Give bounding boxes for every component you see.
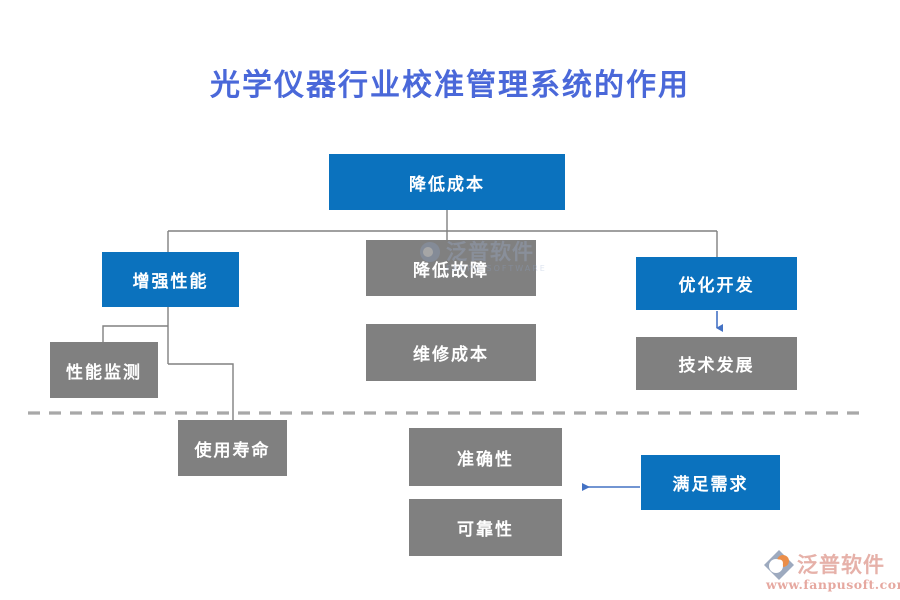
center-watermark: 泛普软件 FANPU SOFTWARE xyxy=(418,240,548,280)
fanpu-logo-icon xyxy=(764,550,794,580)
node-reduce-cost: 降低成本 xyxy=(329,154,565,210)
node-technology-development: 技术发展 xyxy=(636,337,797,390)
node-optimize-development: 优化开发 xyxy=(636,257,797,310)
node-reduce-failure: 降低故障 xyxy=(366,240,536,296)
page-title: 光学仪器行业校准管理系统的作用 xyxy=(210,68,690,103)
node-enhance-performance: 增强性能 xyxy=(102,252,239,307)
node-service-life: 使用寿命 xyxy=(178,420,287,476)
watermark-brand-text: 泛普软件 xyxy=(446,239,534,264)
footer-url-text: www.fanpusoft.com xyxy=(766,577,900,592)
node-accuracy: 准确性 xyxy=(409,428,562,486)
watermark-logo-icon xyxy=(420,242,440,262)
node-meet-demand: 满足需求 xyxy=(641,455,780,510)
footer-brand-text: 泛普软件 xyxy=(797,552,885,577)
node-performance-monitoring: 性能监测 xyxy=(50,342,158,398)
footer-brand: 泛普软件 www.fanpusoft.com xyxy=(764,549,900,593)
node-maintenance-cost: 维修成本 xyxy=(366,324,536,381)
watermark-brand-subtext: FANPU SOFTWARE xyxy=(446,264,547,273)
node-reliability: 可靠性 xyxy=(409,499,562,556)
